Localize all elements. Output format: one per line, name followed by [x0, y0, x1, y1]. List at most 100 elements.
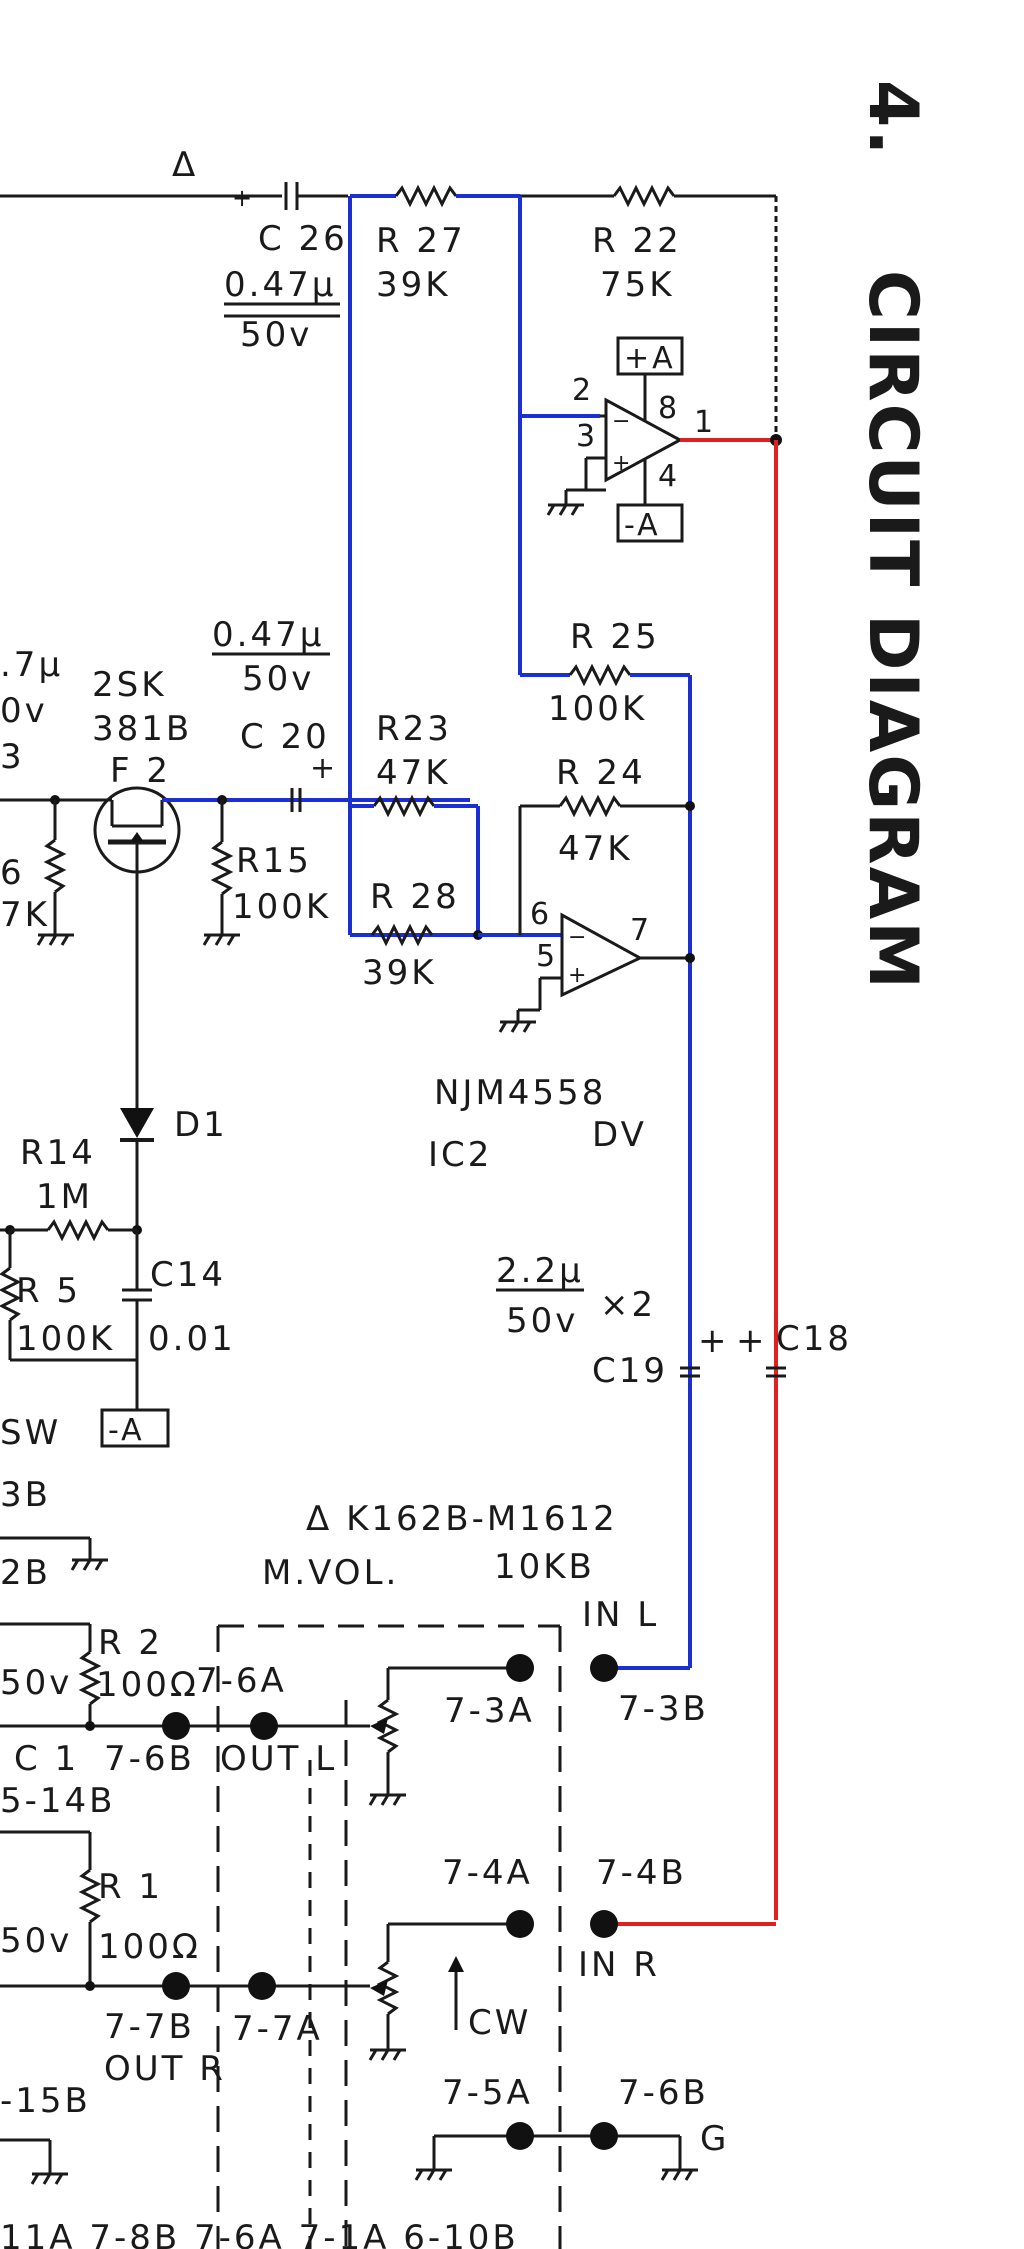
r15-name: R15 [236, 841, 312, 881]
connector-7-6a: 7-6A [196, 1661, 287, 1701]
ic-suffix: DV [592, 1115, 647, 1155]
d1-area: -A [0, 1108, 170, 1448]
r23-value: 47K [376, 753, 451, 793]
r28-name: R 28 [370, 877, 460, 917]
c14-value: 0.01 [148, 1319, 236, 1359]
r27-name: R 27 [376, 221, 466, 261]
c1-name: C 1 [14, 1739, 79, 1779]
connector-out-r: OUT R [104, 2049, 226, 2089]
opamp-top-pin1: 1 [694, 405, 716, 440]
r14-value: 1M [36, 1177, 93, 1217]
connector-7-3a: 7-3A [444, 1691, 535, 1731]
edge-left-top-2: 0v [0, 691, 48, 731]
r22-value: 75K [600, 265, 675, 305]
opamp-mid: − + 6 5 7 [498, 897, 695, 1033]
r5-value: 100K [16, 1319, 115, 1359]
connector-7-3b: 7-3B [618, 1689, 709, 1729]
r24-value: 47K [558, 829, 633, 869]
r25-value: 100K [548, 689, 647, 729]
edge-bottom-row: 11A 7-8B 7-6A 7-1A 6-10B [0, 2218, 519, 2249]
heading: 4. CIRCUIT DIAGRAM [853, 80, 932, 991]
opamp-mid-pin6: 6 [530, 897, 552, 932]
c20-name: C 20 [240, 717, 330, 757]
d1-name: D1 [174, 1105, 228, 1145]
c18-name: C18 [776, 1319, 852, 1359]
r1-value: 100Ω [98, 1927, 201, 1967]
r25-resistor [568, 663, 692, 1668]
opamp-top: − + 2 3 8 4 1 +A -A [546, 336, 782, 1920]
svg-text:+: + [612, 451, 630, 476]
edge-50v-b: 50v [0, 1921, 72, 1961]
opamp-top-pin8: 8 [658, 391, 680, 426]
r27-value: 39K [376, 265, 451, 305]
connector-7-4a: 7-4A [442, 1853, 533, 1893]
r23-name: R23 [376, 709, 452, 749]
svg-text:+: + [698, 1321, 730, 1361]
fet-line3: F 2 [110, 751, 171, 791]
left-output-wiring [0, 1536, 370, 2249]
rail-minus-a-top: -A [624, 508, 661, 543]
svg-text:−: − [568, 925, 586, 950]
ic-name: IC2 [428, 1135, 492, 1175]
c20-value: 0.47μ [212, 615, 324, 655]
connector-7-4b: 7-4B [596, 1853, 687, 1893]
connector-7-7a: 7-7A [232, 2009, 323, 2049]
svg-text:+: + [736, 1321, 768, 1361]
r24-name: R 24 [556, 753, 646, 793]
edge-left-top-1: .7μ [0, 645, 63, 685]
volume-name: M.VOL. [262, 1553, 399, 1593]
opamp-top-pin2: 2 [572, 373, 594, 408]
opamp-top-pin4: 4 [658, 459, 680, 494]
edge-5-14b: 5-14B [0, 1781, 116, 1821]
connector-in-l: IN L [582, 1595, 659, 1635]
fet-line2: 381B [92, 709, 192, 749]
rail-plus-a-top: +A [624, 341, 676, 376]
volume-value: 10KB [494, 1547, 595, 1587]
edge-15b: -15B [0, 2081, 91, 2121]
ic-part: NJM4558 [434, 1073, 606, 1113]
r15-value: 100K [232, 887, 331, 927]
c19-value: 2.2μ [496, 1251, 584, 1291]
c19-qty: ×2 [600, 1285, 656, 1325]
svg-text:+: + [310, 751, 338, 786]
connector-7-6b: 7-6B [104, 1739, 195, 1779]
mid-wiring [0, 786, 695, 1108]
connector-out-l: OUT L [220, 1739, 337, 1779]
edge-2b: 2B [0, 1553, 51, 1593]
svg-text:+: + [568, 963, 586, 988]
svg-text:+: + [232, 184, 255, 212]
rail-minus-a-bottom: -A [108, 1413, 145, 1448]
svg-text:−: − [612, 409, 630, 434]
c14-name: C14 [150, 1255, 226, 1295]
r2-value: 100Ω [96, 1665, 199, 1705]
connector-in-r: IN R [578, 1945, 660, 1985]
c26-voltage: 50v [240, 315, 312, 355]
r1-name: R 1 [98, 1867, 163, 1907]
connector-7-7b: 7-7B [104, 2007, 195, 2047]
edge-sw: SW [0, 1413, 61, 1453]
r14-name: R14 [20, 1133, 96, 1173]
c18-c19 [680, 1366, 786, 1378]
r28-value: 39K [362, 953, 437, 993]
edge-left-r-1: 6 [0, 853, 25, 893]
heading-number: 4. [853, 80, 932, 157]
c19-voltage: 50v [506, 1301, 578, 1341]
heading-title: CIRCUIT DIAGRAM [853, 270, 932, 991]
r22-name: R 22 [592, 221, 682, 261]
r5-name: R 5 [16, 1271, 81, 1311]
edge-left-r-2: 7K [0, 895, 50, 935]
edge-3b: 3B [0, 1475, 51, 1515]
opamp-top-pin3: 3 [576, 419, 598, 454]
volume-cw: CW [468, 2003, 531, 2043]
edge-50v-a: 50v [0, 1663, 72, 1703]
fet-line1: 2SK [92, 665, 167, 705]
c26-value: 0.47μ [224, 265, 336, 305]
opamp-mid-pin5: 5 [536, 939, 558, 974]
c19-name: C19 [592, 1351, 668, 1391]
connector-g: G [700, 2119, 729, 2159]
volume-part: Δ K162B-M1612 [306, 1499, 618, 1539]
r2-name: R 2 [98, 1623, 163, 1663]
connector-7-5a: 7-5A [442, 2073, 533, 2113]
c20-voltage: 50v [242, 659, 314, 699]
